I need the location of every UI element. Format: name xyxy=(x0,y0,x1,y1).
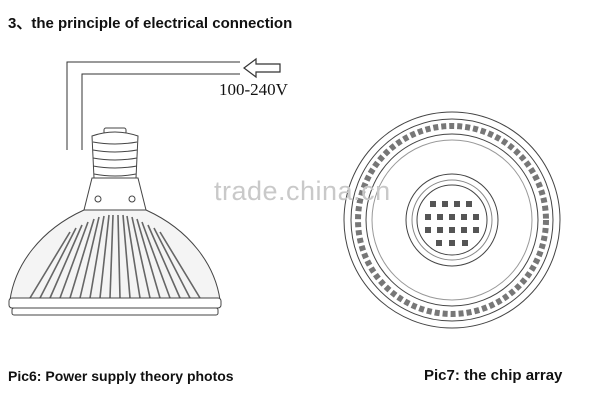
caption-power-supply: Pic6: Power supply theory photos xyxy=(8,368,234,384)
bulb-heatsink xyxy=(9,209,221,301)
voltage-label: 100-240V xyxy=(219,80,288,99)
input-arrow-icon xyxy=(243,57,281,79)
bulb-front-rim xyxy=(8,297,222,316)
lamp-front-view xyxy=(343,111,561,329)
section-heading: 3、the principle of electrical connection xyxy=(8,15,293,32)
chip-array xyxy=(425,201,479,246)
watermark: trade.china.cn xyxy=(214,176,391,206)
power-wires xyxy=(66,61,240,150)
bulb-neck xyxy=(83,177,147,211)
caption-chip-array: Pic7: the chip array xyxy=(424,367,563,384)
bulb-screw-base xyxy=(91,127,139,179)
